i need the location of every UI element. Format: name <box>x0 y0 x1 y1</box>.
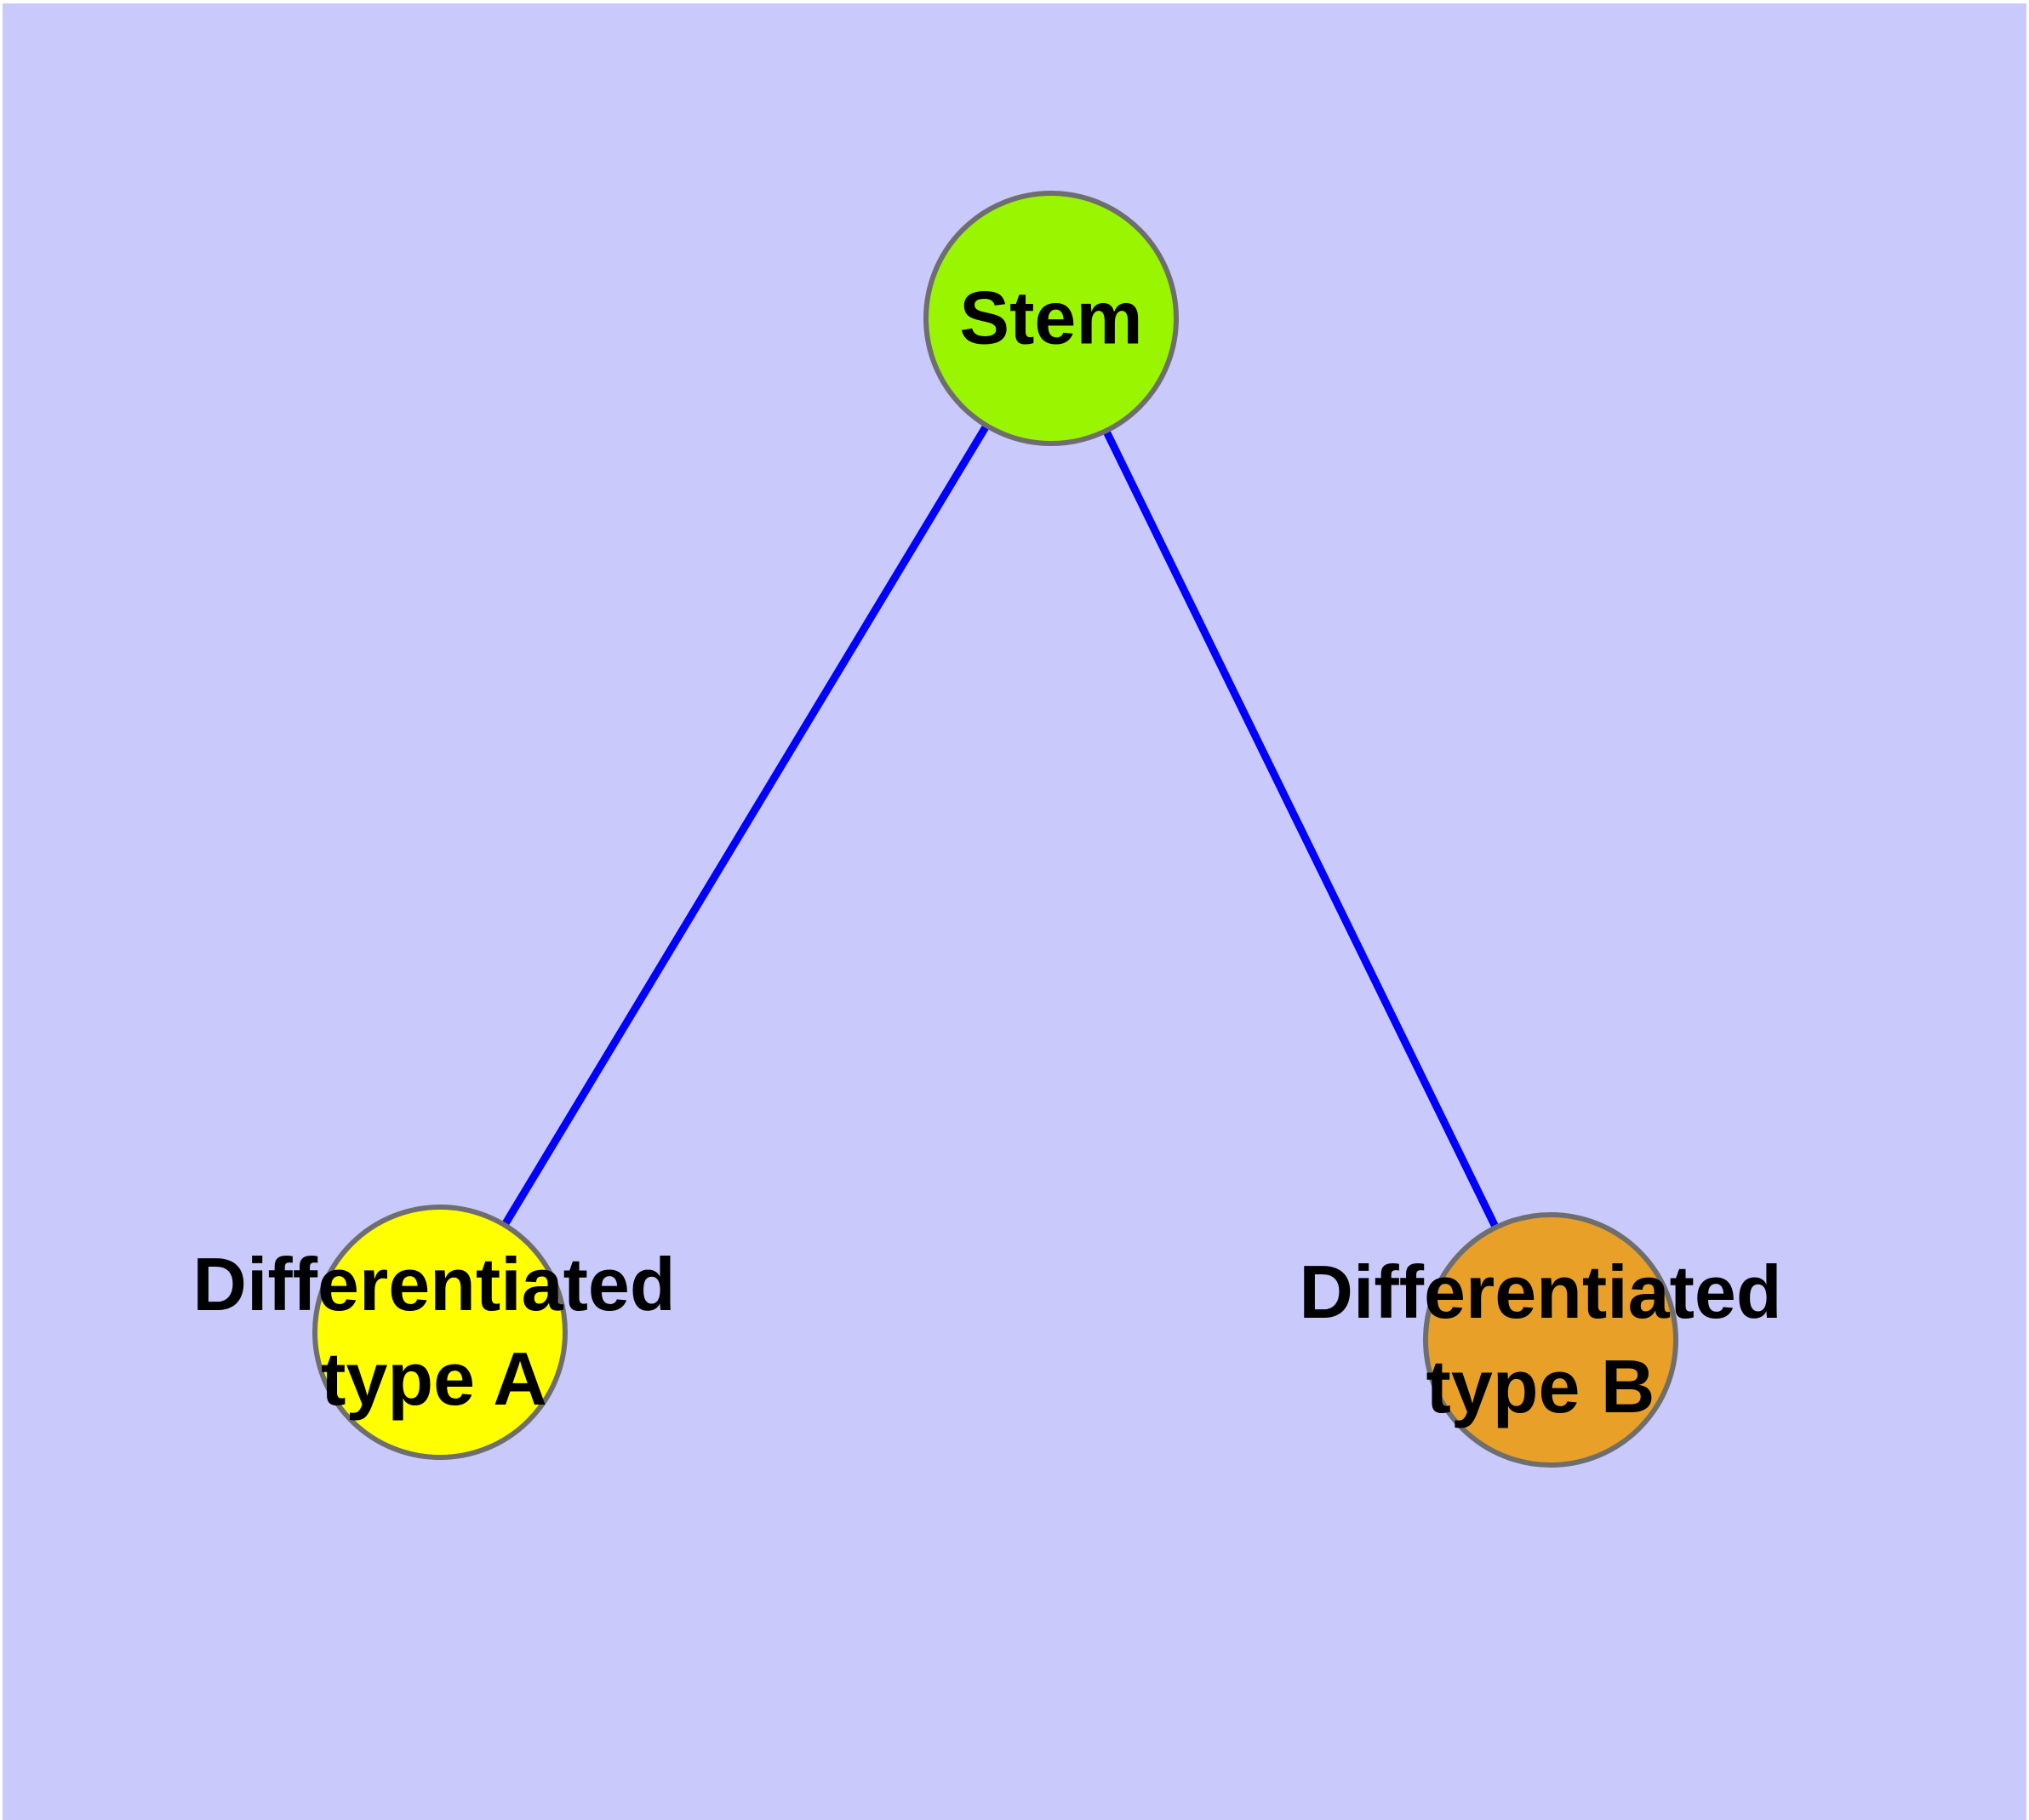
edge-stem-to-type-b <box>1047 317 1555 1342</box>
node-stem <box>923 191 1179 446</box>
edge-stem-to-type-a <box>437 316 1055 1335</box>
node-differentiated-type-a <box>312 1205 568 1460</box>
node-differentiated-type-b <box>1423 1212 1678 1468</box>
